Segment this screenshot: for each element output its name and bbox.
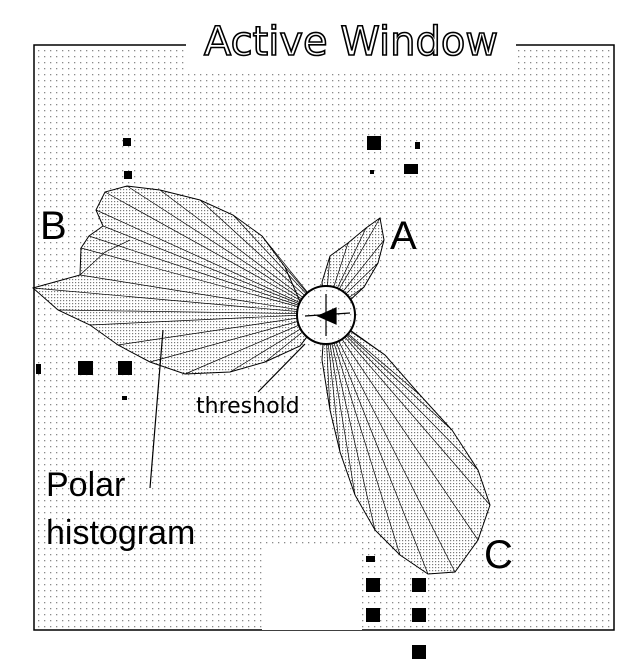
- window-title: Active Window: [203, 18, 499, 66]
- grid-cell: [412, 645, 426, 659]
- polar-histogram-leader: [149, 329, 164, 489]
- grid-cell: [404, 164, 418, 174]
- grid-cell: [415, 142, 420, 149]
- grid-cell: [123, 138, 131, 146]
- grid-cell: [412, 578, 426, 592]
- grid-cell: [366, 556, 375, 562]
- grid-cell: [367, 136, 381, 150]
- label-a: A: [390, 214, 417, 258]
- grid-cell: [366, 578, 380, 592]
- grid-cell: [124, 171, 132, 179]
- grid-cell: [118, 361, 132, 375]
- polar-label-line1: Polar: [46, 466, 126, 504]
- lobe-c: [321, 313, 491, 575]
- threshold-label: threshold: [196, 394, 300, 419]
- robot-marker: [304, 294, 351, 336]
- label-b: B: [40, 204, 67, 248]
- grid-cell: [366, 608, 380, 622]
- grid-cell: [370, 170, 374, 174]
- grid-cell: [36, 364, 41, 374]
- label-c: C: [484, 533, 513, 577]
- grid-cell: [412, 608, 426, 622]
- grid-cell: [122, 396, 127, 400]
- grid-cell: [78, 361, 93, 375]
- polar-label-line2: histogram: [46, 514, 196, 552]
- window-title-box: Active Window: [186, 14, 516, 70]
- lobe-b: [31, 185, 326, 375]
- threshold-leader: [257, 343, 306, 393]
- blank-region: [262, 548, 362, 630]
